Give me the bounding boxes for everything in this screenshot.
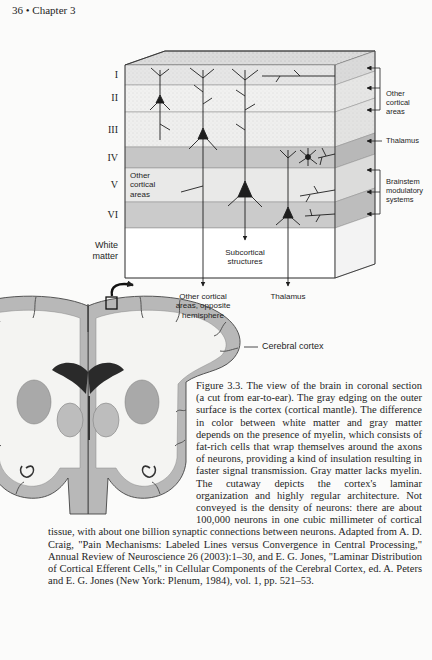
leader-line [244,347,258,348]
brain-hemisphere [93,403,119,437]
output-label: Other cortical areas, opposite hemispher… [172,292,234,320]
neuron [198,128,208,139]
cortical-layer [125,51,375,278]
neuron [288,218,289,286]
region-label: White matter [74,240,118,261]
neuron [276,150,300,225]
neuron [283,207,293,218]
neuron [299,148,317,166]
input-arrow [367,68,382,214]
layer-numeral: V [90,179,118,191]
brain-hemisphere [0,296,90,514]
cortex-block [125,51,375,65]
inset-marker [106,284,133,309]
output-label: Thalamus [266,292,310,301]
wrap-spacer [48,380,196,526]
input-label: Thalamus [386,137,430,146]
cortex-block [335,51,375,147]
input-label: Brainstem modulatory systems [386,178,430,204]
input-arrow [367,170,380,171]
neuron [318,148,335,165]
brain-hemisphere [88,363,124,394]
neuron [181,186,203,192]
brain-hemisphere [176,410,186,412]
brain-hemisphere [125,380,159,424]
neuron [238,181,252,197]
cortical-layer [125,202,335,228]
layer-numeral: IV [90,152,118,164]
cortex-block [125,51,375,65]
brain-hemisphere [220,348,238,351]
neuron [156,95,164,103]
neuron [203,139,204,286]
input-arrow [367,68,380,69]
input-arrow [367,141,382,142]
cortex-block [125,65,335,147]
brain-hemisphere [214,322,226,336]
inset-marker [106,297,117,309]
neuron [189,68,217,150]
layer-numeral: VI [90,209,118,221]
cortical-layer [335,214,375,278]
input-arrow [367,192,380,193]
neuron [262,70,335,82]
cortical-layer [125,147,335,168]
cortical-layer [125,168,335,202]
layer-numeral: I [90,69,118,81]
figure-caption: Figure 3.3. The view of the brain in cor… [48,380,422,587]
brain-hemisphere [143,466,156,477]
brain-hemisphere [152,482,160,494]
layer-numeral: III [90,124,118,136]
brain-hemisphere [140,297,143,318]
target-label: Other cortical areas [130,171,170,199]
callout-label: Cerebral cortex [262,341,362,352]
neuron [150,68,335,286]
neuron [245,196,246,240]
cortex-block [335,65,336,278]
neuron [300,186,335,222]
neuron [228,69,262,207]
midline-fissure [88,304,89,332]
running-head: 36 • Chapter 3 [12,4,152,17]
input-arrow [367,110,380,111]
input-arrow [380,68,381,110]
brain-hemisphere [175,440,185,446]
target-label: Subcortical structures [216,248,274,267]
inset-marker [112,284,133,296]
input-arrow [367,214,380,215]
input-arrow [367,88,380,89]
input-label: Other cortical areas [386,90,430,116]
cortical-layer [125,228,335,278]
neuron [150,68,170,140]
cortex-block [125,51,375,278]
layer-numeral: II [90,92,118,104]
cortex-block [125,51,375,278]
